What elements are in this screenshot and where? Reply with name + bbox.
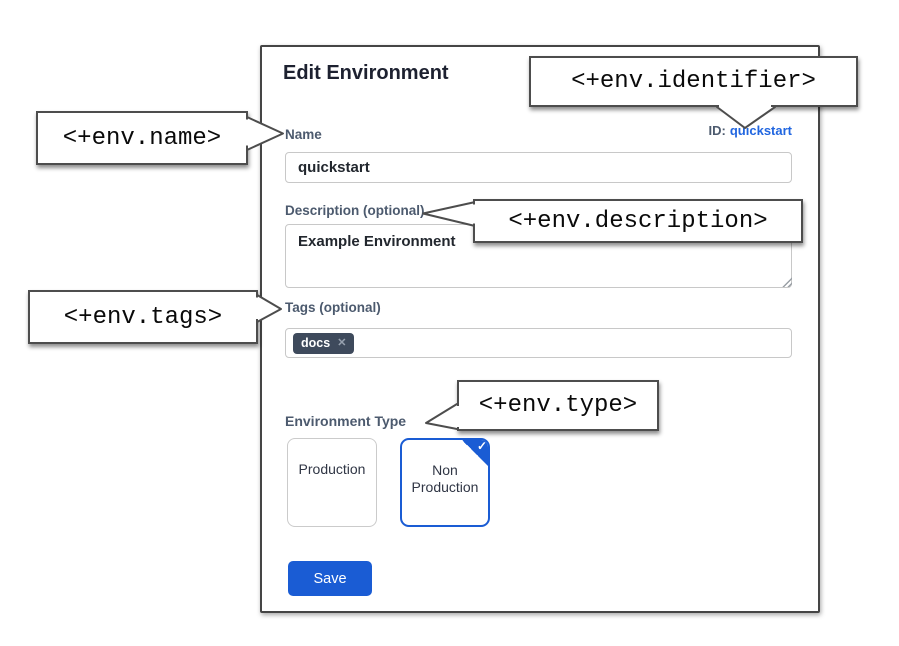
tags-input[interactable]: docs ✕ [285,328,792,358]
callout-env-tags: <+env.tags> [28,290,258,344]
textarea-resize-handle[interactable] [782,277,792,287]
tag-chip: docs ✕ [293,332,355,354]
callout-env-description: <+env.description> [473,199,803,243]
id-value-link[interactable]: quickstart [729,123,792,138]
callout-env-name: <+env.name> [36,111,248,165]
callout-env-type: <+env.type> [457,380,659,431]
type-card-non-production[interactable]: Non Production ✓ [400,438,490,527]
name-label: Name [285,127,322,142]
type-card-non-production-label: Non Production [411,462,479,495]
edit-environment-dialog: Edit Environment ID:quickstart Name Desc… [260,45,820,613]
save-button[interactable]: Save [288,561,372,596]
selected-corner-badge: ✓ [460,439,488,468]
environment-type-label: Environment Type [285,413,407,429]
description-label: Description (optional) [285,203,425,218]
callout-env-identifier: <+env.identifier> [529,56,858,107]
tag-remove-icon[interactable]: ✕ [337,336,347,349]
type-card-production-label: Production [298,461,366,477]
check-icon: ✓ [476,439,487,453]
tag-chip-label: docs [301,335,331,350]
environment-id: ID:quickstart [709,123,792,138]
environment-type-options: Production Non Production ✓ [262,438,822,527]
tags-label: Tags (optional) [285,300,381,315]
dialog-title: Edit Environment [283,62,449,84]
name-input[interactable] [285,152,792,183]
type-card-production[interactable]: Production [287,438,377,527]
id-label: ID: [708,123,726,138]
